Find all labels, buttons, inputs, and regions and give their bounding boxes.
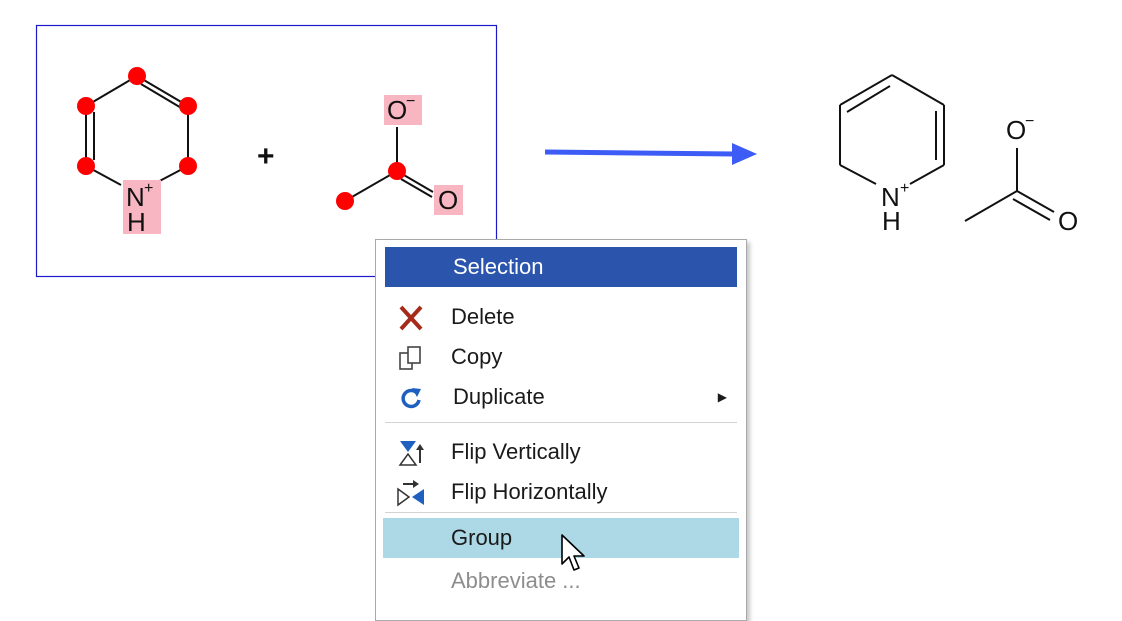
selected-atom[interactable] bbox=[77, 97, 95, 115]
menu-item-flip-vertically[interactable]: Flip Vertically bbox=[385, 433, 739, 471]
menu-header-selection: Selection bbox=[385, 247, 737, 287]
menu-separator bbox=[385, 422, 737, 423]
submenu-arrow-icon: ▶ bbox=[717, 390, 727, 404]
oxygen-label: O bbox=[438, 185, 458, 215]
menu-item-copy[interactable]: Copy bbox=[385, 338, 739, 376]
duplicate-rotate-icon bbox=[401, 388, 421, 409]
nitrogen-label: N bbox=[126, 182, 145, 212]
menu-item-delete[interactable]: Delete bbox=[385, 298, 739, 336]
negative-charge-label: − bbox=[1025, 113, 1034, 130]
negative-charge-label: − bbox=[406, 93, 415, 110]
selected-atom[interactable] bbox=[128, 67, 146, 85]
selected-atom[interactable] bbox=[179, 97, 197, 115]
selection-box[interactable] bbox=[35, 24, 498, 278]
oxygen-minus-label: O bbox=[1006, 115, 1026, 145]
menu-item-label: Abbreviate ... bbox=[451, 568, 581, 593]
menu-item-label: Delete bbox=[451, 304, 515, 329]
delete-x-icon bbox=[399, 305, 423, 331]
product-pyridinium[interactable]: N + H bbox=[839, 74, 945, 236]
nitrogen-label: N bbox=[881, 182, 900, 212]
menu-item-flip-horizontally[interactable]: Flip Horizontally bbox=[385, 473, 739, 511]
menu-item-label: Copy bbox=[451, 344, 503, 369]
menu-item-group[interactable]: Group bbox=[383, 518, 739, 558]
hydrogen-label: H bbox=[882, 206, 901, 236]
drawing-canvas[interactable]: N + H + O − O N + H bbox=[0, 0, 1122, 602]
product-acetate[interactable]: O − O bbox=[964, 113, 1078, 236]
selected-atom[interactable] bbox=[336, 192, 354, 210]
positive-charge-label: + bbox=[144, 180, 153, 197]
reaction-arrow[interactable] bbox=[544, 143, 757, 165]
reactant-pyridinium[interactable]: N + H bbox=[77, 67, 197, 237]
menu-item-abbreviate: Abbreviate ... bbox=[385, 562, 739, 600]
menu-item-duplicate[interactable]: Duplicate ▶ bbox=[385, 378, 739, 416]
menu-item-label: Flip Horizontally bbox=[451, 479, 608, 504]
selected-atom[interactable] bbox=[179, 157, 197, 175]
selected-heteroatom-highlight bbox=[384, 95, 422, 125]
context-menu[interactable]: Selection Delete Copy Duplicate ▶ Flip V… bbox=[375, 239, 747, 621]
reaction-plus-sign: + bbox=[257, 140, 275, 173]
flip-horizontal-icon bbox=[397, 480, 424, 507]
selected-atom[interactable] bbox=[77, 157, 95, 175]
oxygen-label: O bbox=[1058, 206, 1078, 236]
flip-vertical-icon bbox=[398, 441, 424, 466]
selected-heteroatom-highlight bbox=[434, 185, 463, 215]
hydrogen-label: H bbox=[127, 207, 146, 237]
selected-heteroatom-highlight bbox=[123, 180, 161, 234]
menu-item-label: Duplicate bbox=[453, 384, 545, 409]
reactant-acetate[interactable]: O − O bbox=[336, 93, 463, 215]
positive-charge-label: + bbox=[900, 180, 909, 197]
copy-icon bbox=[399, 346, 421, 370]
selected-atom[interactable] bbox=[388, 162, 406, 180]
menu-item-label: Flip Vertically bbox=[451, 439, 581, 464]
menu-item-label: Group bbox=[451, 525, 513, 550]
mouse-pointer-icon bbox=[561, 534, 585, 571]
menu-separator bbox=[385, 512, 737, 513]
oxygen-minus-label: O bbox=[387, 95, 407, 125]
